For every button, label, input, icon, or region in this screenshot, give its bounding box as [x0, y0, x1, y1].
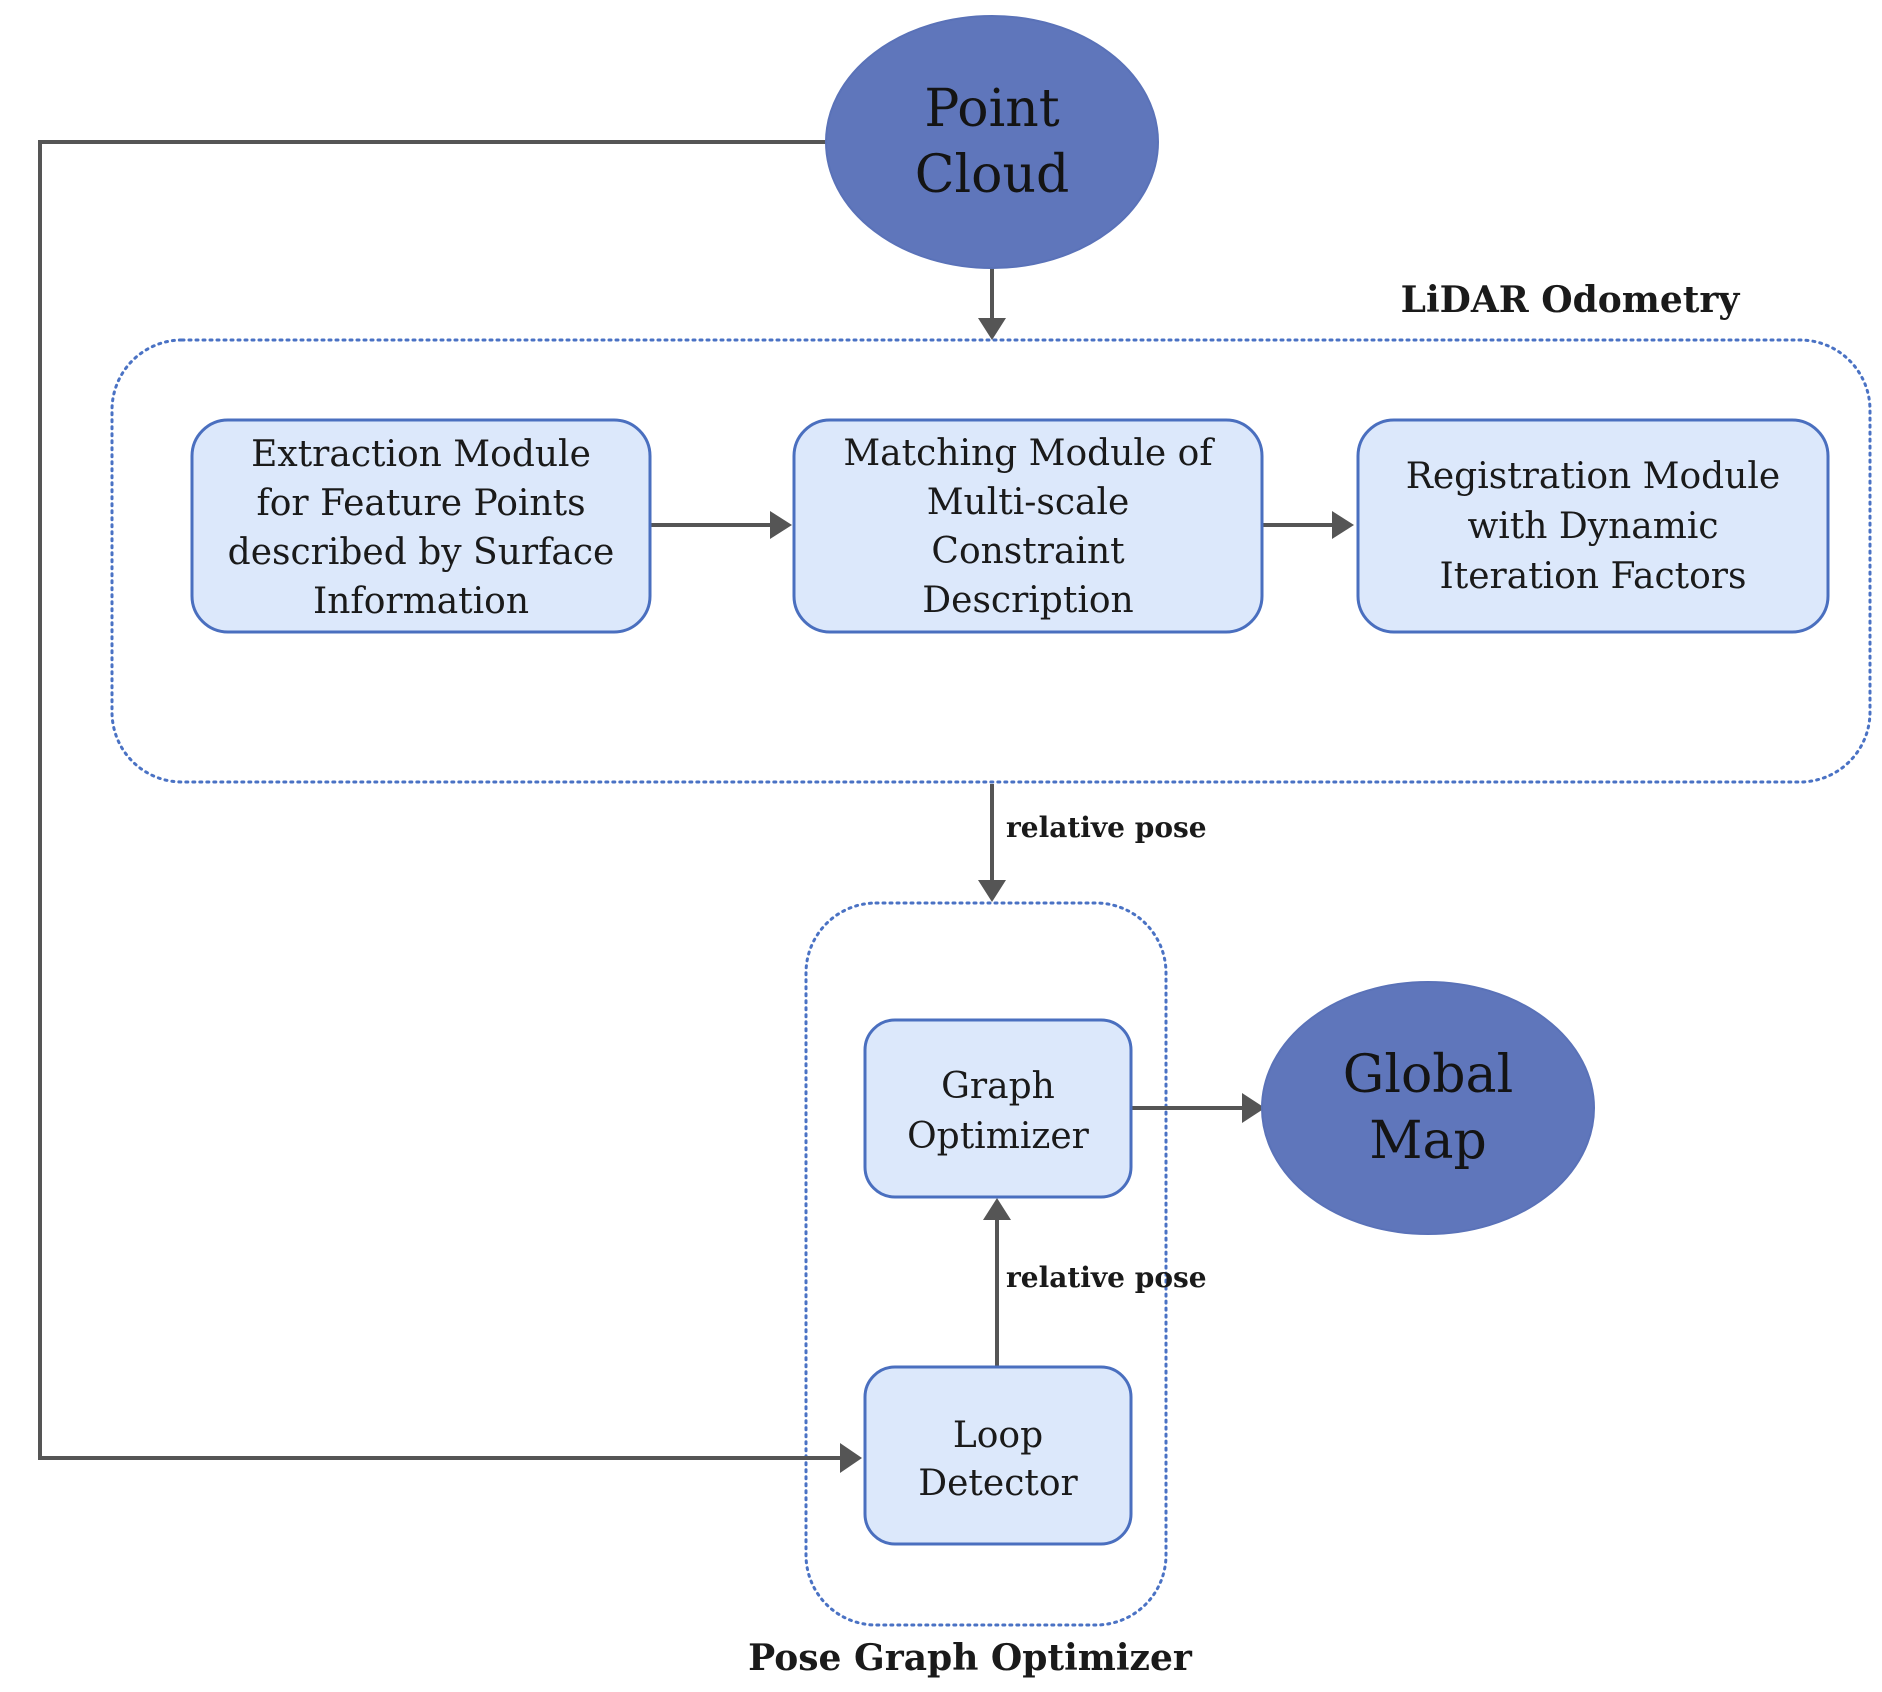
graph-optimizer-box [863, 1018, 1133, 1199]
pose-graph-optimizer-label: Pose Graph Optimizer [748, 1637, 1193, 1679]
graph-optimizer-label-line1: Graph [941, 1066, 1055, 1107]
registration-module-label-line1: Registration Module [1406, 456, 1780, 497]
global-map-node [1261, 981, 1595, 1235]
lidar-odometry-label: LiDAR Odometry [1401, 279, 1741, 321]
matching-module-label-line4: Description [922, 580, 1133, 621]
relative-pose-label-loop: relative pose [1006, 1261, 1207, 1294]
matching-module-label-line1: Matching Module of [843, 433, 1215, 474]
registration-module-label-line2: with Dynamic [1467, 506, 1718, 547]
edge-pointcloud-to-loop [38, 140, 840, 1460]
matching-module-label-line2: Multi-scale [927, 482, 1130, 523]
extraction-module-box [190, 418, 652, 634]
global-map-label-line2: Map [1369, 1111, 1487, 1171]
registration-module-box [1356, 418, 1830, 634]
arrowhead-odometry-to-pgo [978, 880, 1006, 902]
arrowhead-loop-to-graph [983, 1198, 1011, 1220]
global-map-label-line1: Global [1343, 1045, 1513, 1105]
point-cloud-label-line1: Point [924, 79, 1059, 139]
graph-optimizer-label-line2: Optimizer [907, 1116, 1089, 1157]
arrowhead-graph-to-globalmap [1242, 1093, 1265, 1123]
matching-module-label-line3: Constraint [931, 531, 1125, 572]
arrowhead-matching-to-registration [1332, 511, 1354, 539]
relative-pose-label-odometry: relative pose [1006, 811, 1207, 844]
loop-detector-box [863, 1365, 1133, 1546]
point-cloud-label-line2: Cloud [915, 145, 1070, 205]
extraction-module-label-line3: described by Surface [228, 532, 615, 573]
lidar-odometry-frame [110, 338, 1872, 784]
arrowhead-extraction-to-matching [770, 511, 792, 539]
arrowhead-pointcloud-to-loop [840, 1443, 862, 1473]
loop-detector-label-line2: Detector [918, 1463, 1078, 1504]
extraction-module-label-line2: for Feature Points [256, 483, 585, 524]
arrowhead-pointcloud-to-odometry [978, 318, 1006, 340]
loop-detector-label-line1: Loop [953, 1415, 1043, 1456]
matching-module-box [792, 418, 1264, 634]
registration-module-label-line3: Iteration Factors [1440, 556, 1747, 597]
point-cloud-node [825, 15, 1159, 269]
extraction-module-label-line1: Extraction Module [251, 434, 591, 475]
extraction-module-label-line4: Information [313, 581, 529, 622]
